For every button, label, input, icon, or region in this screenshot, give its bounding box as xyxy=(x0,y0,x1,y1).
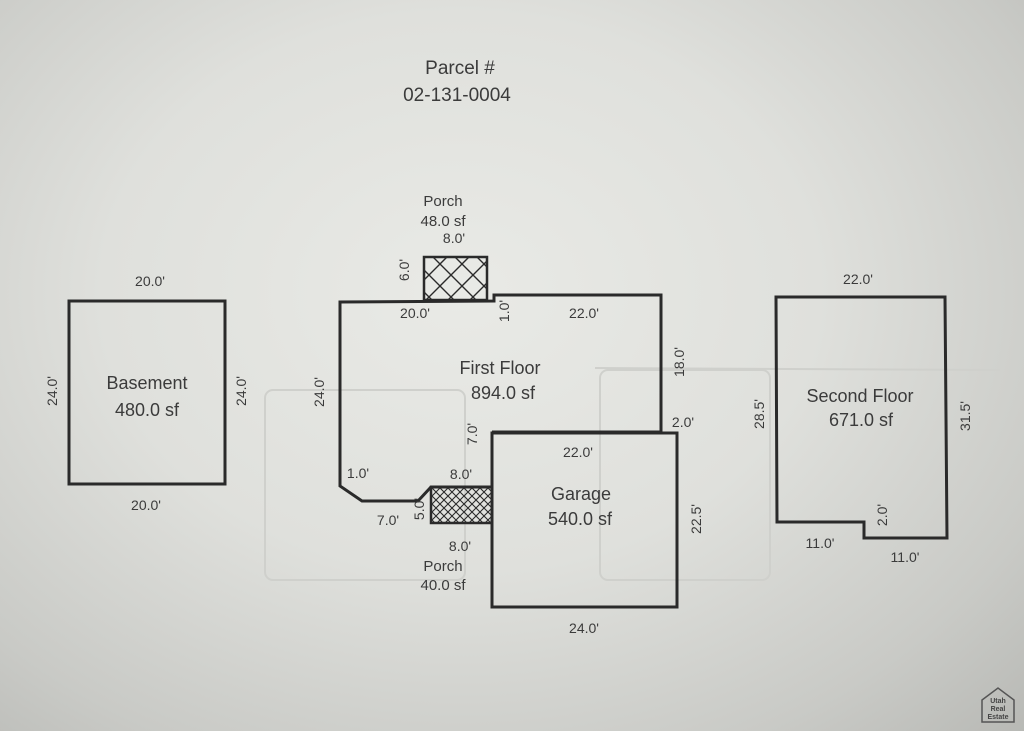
basement-dim-bottom: 20.0' xyxy=(131,497,161,513)
second-floor-dim-left: 28.5' xyxy=(751,399,767,429)
second-floor-dim-right: 31.5' xyxy=(957,401,973,431)
first-floor-dim-right-step: 2.0' xyxy=(672,414,694,430)
second-floor-dim-top: 22.0' xyxy=(843,271,873,287)
watermark-line3: Estate xyxy=(987,714,1008,721)
first-floor-dim-top-left: 20.0' xyxy=(400,305,430,321)
first-floor-dim-inner: 7.0' xyxy=(464,423,480,445)
garage-dim-bottom: 24.0' xyxy=(569,620,599,636)
porch-bottom-dim-top: 8.0' xyxy=(450,466,472,482)
first-floor-area: 894.0 sf xyxy=(471,383,536,403)
porch-top: Porch 48.0 sf 8.0' 6.0' xyxy=(396,193,489,302)
basement-outline xyxy=(67,299,227,486)
second-floor-dim-bottom-left: 11.0' xyxy=(806,535,835,551)
porch-top-shape xyxy=(422,255,489,302)
first-floor-name: First Floor xyxy=(460,358,541,378)
first-floor-dim-bottom-left: 7.0' xyxy=(377,512,399,528)
parcel-number: 02-131-0004 xyxy=(403,85,511,106)
garage-name: Garage xyxy=(551,484,611,504)
first-floor-dim-chamfer: 1.0' xyxy=(347,465,369,481)
garage-dim-top: 22.0' xyxy=(563,444,593,460)
basement-dim-top: 20.0' xyxy=(135,273,165,289)
second-floor-area: 671.0 sf xyxy=(829,410,894,430)
porch-bottom-dim-bottom: 8.0' xyxy=(449,538,471,554)
basement-area: 480.0 sf xyxy=(115,400,180,420)
porch-bottom-name: Porch xyxy=(423,558,462,575)
porch-top-area: 48.0 sf xyxy=(420,213,466,230)
second-floor-room: Second Floor 671.0 sf 22.0' 28.5' 31.5' … xyxy=(751,271,973,565)
first-floor-room: First Floor 894.0 sf 20.0' 1.0' 22.0' 18… xyxy=(311,293,694,528)
garage-outline xyxy=(490,431,679,609)
parcel-label: Parcel # xyxy=(425,58,495,79)
second-floor-dim-bottom-right: 11.0' xyxy=(891,549,920,565)
basement-dim-left: 24.0' xyxy=(44,376,60,406)
second-floor-outline xyxy=(774,295,949,540)
watermark-logo: Utah Real Estate xyxy=(981,687,1015,723)
basement-dim-right: 24.0' xyxy=(233,376,249,406)
porch-top-dim-width: 8.0' xyxy=(443,230,465,246)
second-floor-dim-notch: 2.0' xyxy=(874,504,890,526)
porch-bottom-dim-height: 5.0' xyxy=(411,498,427,520)
first-floor-dim-top-right: 22.0' xyxy=(569,305,599,321)
watermark-line2: Real xyxy=(991,706,1006,713)
basement-room: Basement 480.0 sf 20.0' 20.0' 24.0' 24.0… xyxy=(44,273,249,513)
first-floor-outline xyxy=(338,293,663,503)
house-icon xyxy=(981,687,1015,723)
garage-room: Garage 540.0 sf 22.0' 24.0' 22.5' xyxy=(490,431,704,636)
first-floor-dim-top-step: 1.0' xyxy=(496,300,512,322)
first-floor-dim-left: 24.0' xyxy=(311,377,327,407)
basement-name: Basement xyxy=(106,373,187,393)
second-floor-name: Second Floor xyxy=(806,386,913,406)
watermark-line1: Utah xyxy=(990,698,1006,705)
porch-bottom-area: 40.0 sf xyxy=(420,577,466,594)
garage-dim-right: 22.5' xyxy=(688,504,704,534)
porch-top-name: Porch xyxy=(423,193,462,210)
porch-top-dim-height: 6.0' xyxy=(396,259,412,281)
first-floor-dim-right: 18.0' xyxy=(671,347,687,377)
porch-bottom-shape xyxy=(429,485,494,525)
porch-bottom: 8.0' 5.0' 8.0' Porch 40.0 sf xyxy=(411,466,494,594)
garage-area: 540.0 sf xyxy=(548,509,613,529)
